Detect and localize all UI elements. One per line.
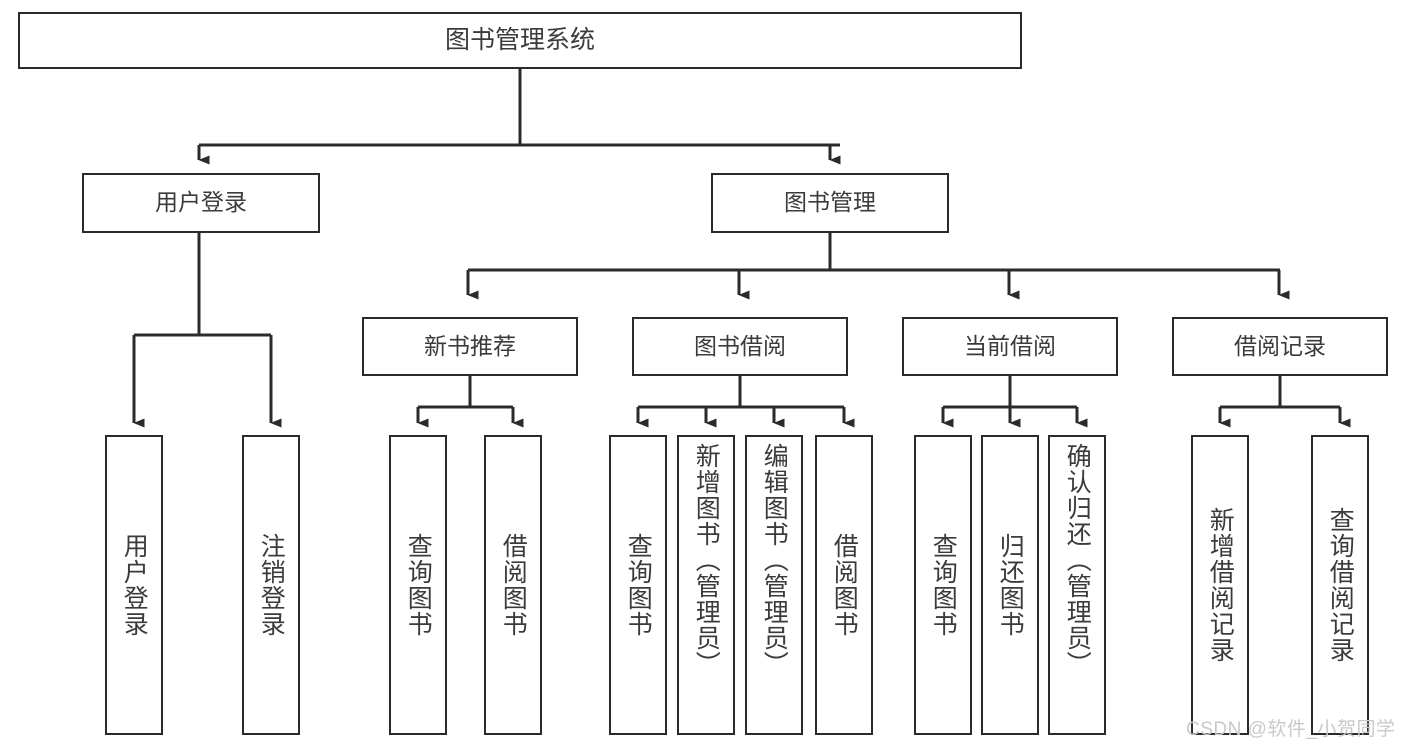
node-user-login[interactable]: 用户登录 bbox=[82, 173, 320, 233]
node-book-borrow-label: 图书借阅 bbox=[694, 332, 786, 359]
node-leaf-add-book[interactable]: 新增图书（管理员） bbox=[677, 435, 735, 735]
node-leaf-confirm-return-label: 确认归还（管理员） bbox=[1063, 443, 1092, 677]
node-book-manage-label: 图书管理 bbox=[784, 189, 876, 216]
node-leaf-add-book-label: 新增图书（管理员） bbox=[692, 443, 721, 677]
node-leaf-borrow-book-2-label: 借阅图书 bbox=[830, 533, 859, 637]
node-leaf-edit-book-label: 编辑图书（管理员） bbox=[760, 443, 789, 677]
node-current-borrow-label: 当前借阅 bbox=[964, 332, 1056, 359]
node-book-manage[interactable]: 图书管理 bbox=[711, 173, 949, 233]
watermark-text: CSDN @软件_小贺同学 bbox=[1186, 719, 1396, 740]
node-leaf-query-book-1-label: 查询图书 bbox=[404, 533, 433, 637]
node-book-borrow[interactable]: 图书借阅 bbox=[632, 317, 848, 376]
node-borrow-record[interactable]: 借阅记录 bbox=[1172, 317, 1388, 376]
node-leaf-return-book-label: 归还图书 bbox=[996, 533, 1025, 637]
node-leaf-query-record[interactable]: 查询借阅记录 bbox=[1311, 435, 1369, 735]
node-leaf-query-book-3-label: 查询图书 bbox=[929, 533, 958, 637]
node-leaf-user-login[interactable]: 用户登录 bbox=[105, 435, 163, 735]
node-root-label: 图书管理系统 bbox=[444, 25, 595, 54]
node-new-book-recommend-label: 新书推荐 bbox=[424, 332, 516, 359]
node-leaf-query-book-1[interactable]: 查询图书 bbox=[389, 435, 447, 735]
node-root[interactable]: 图书管理系统 bbox=[18, 12, 1022, 69]
node-leaf-confirm-return[interactable]: 确认归还（管理员） bbox=[1048, 435, 1106, 735]
node-user-login-label: 用户登录 bbox=[155, 189, 247, 216]
node-leaf-edit-book[interactable]: 编辑图书（管理员） bbox=[745, 435, 803, 735]
node-borrow-record-label: 借阅记录 bbox=[1234, 332, 1326, 359]
node-leaf-borrow-book-1-label: 借阅图书 bbox=[499, 533, 528, 637]
node-leaf-add-record[interactable]: 新增借阅记录 bbox=[1191, 435, 1249, 735]
node-leaf-query-book-2-label: 查询图书 bbox=[624, 533, 653, 637]
node-leaf-logout[interactable]: 注销登录 bbox=[242, 435, 300, 735]
node-leaf-query-book-2[interactable]: 查询图书 bbox=[609, 435, 667, 735]
node-leaf-return-book[interactable]: 归还图书 bbox=[981, 435, 1039, 735]
node-leaf-query-book-3[interactable]: 查询图书 bbox=[914, 435, 972, 735]
node-leaf-query-record-label: 查询借阅记录 bbox=[1326, 507, 1355, 663]
node-leaf-add-record-label: 新增借阅记录 bbox=[1206, 507, 1235, 663]
node-leaf-logout-label: 注销登录 bbox=[257, 533, 286, 637]
node-new-book-recommend[interactable]: 新书推荐 bbox=[362, 317, 578, 376]
node-leaf-borrow-book-1[interactable]: 借阅图书 bbox=[484, 435, 542, 735]
node-leaf-user-login-label: 用户登录 bbox=[120, 533, 149, 637]
node-leaf-borrow-book-2[interactable]: 借阅图书 bbox=[815, 435, 873, 735]
node-current-borrow[interactable]: 当前借阅 bbox=[902, 317, 1118, 376]
